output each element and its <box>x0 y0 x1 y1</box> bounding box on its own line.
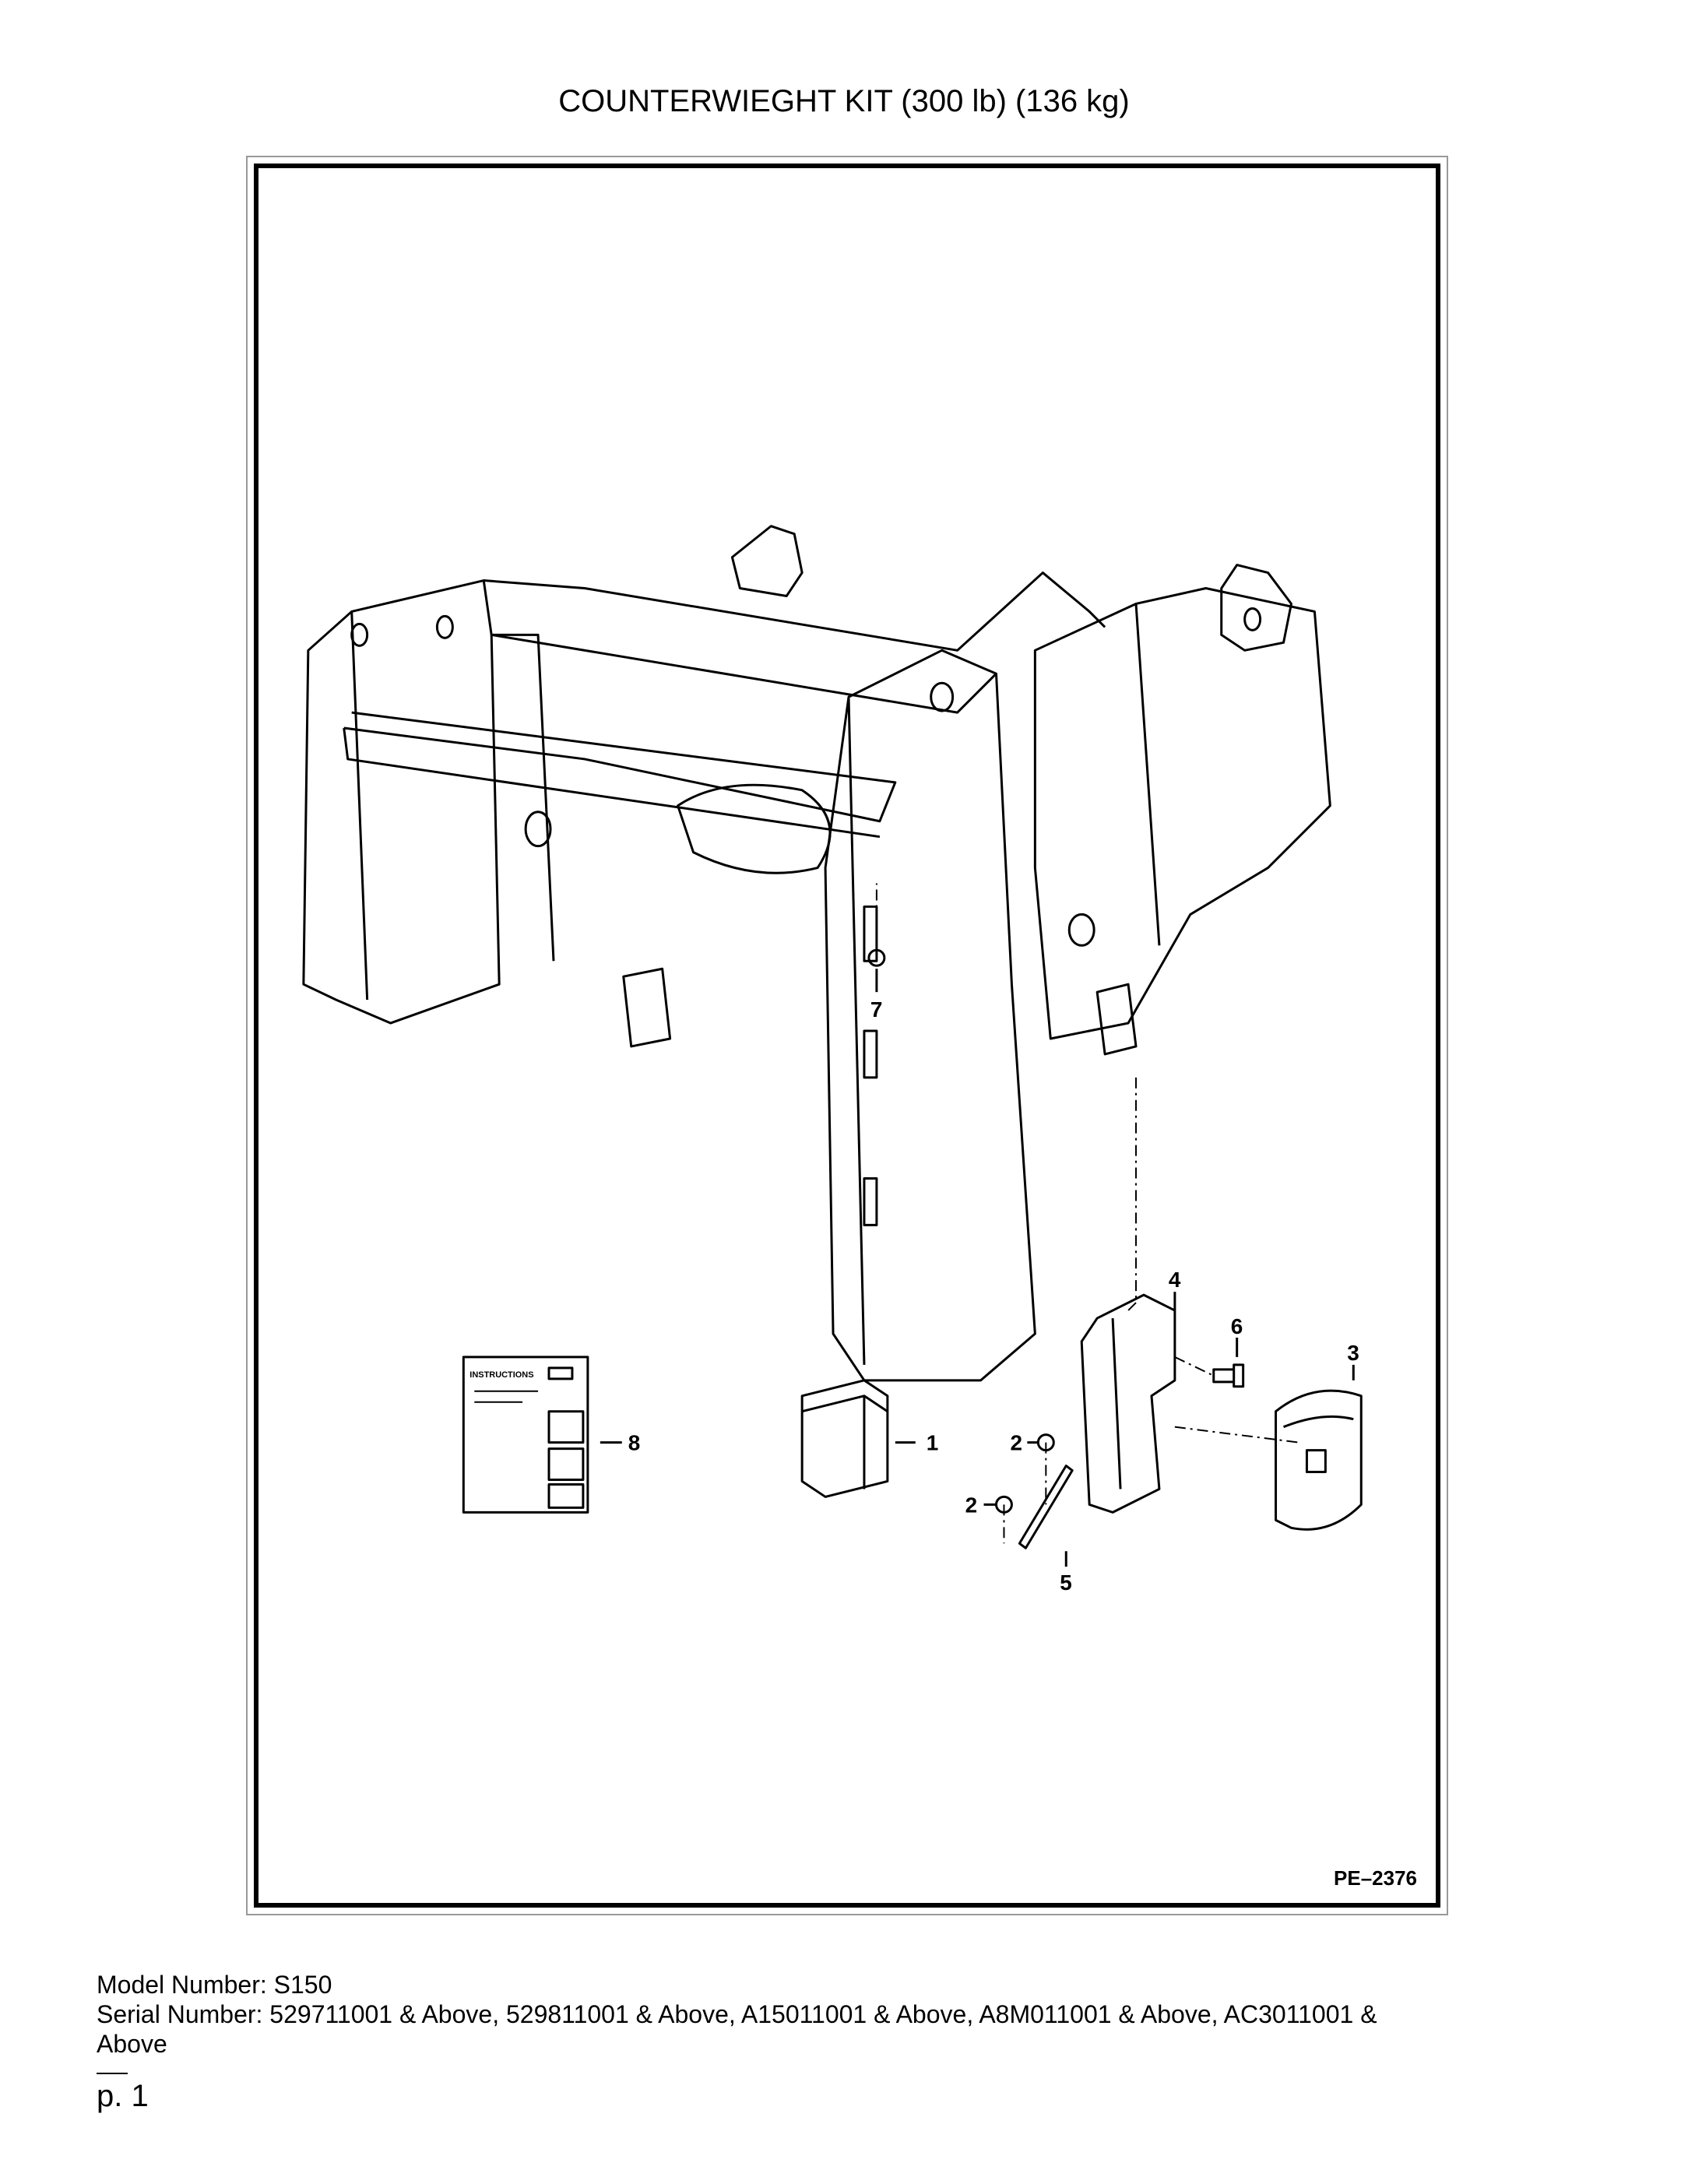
chassis-left-upright <box>302 579 501 1025</box>
nut-side <box>867 948 886 967</box>
callout-1: 1 <box>927 1431 939 1455</box>
divider <box>97 2073 128 2074</box>
bolt <box>1212 1363 1245 1388</box>
chassis-middle-beam <box>343 711 897 823</box>
diagram-inner-border: 1 2 2 3 4 5 6 7 8 INSTRUCTIONS PE–2376 <box>254 164 1440 1908</box>
lift-tower-left <box>730 525 804 597</box>
callout-4: 4 <box>1169 1268 1181 1292</box>
instructions-label: INSTRUCTIONS <box>469 1370 533 1380</box>
callout-2-lower: 2 <box>965 1493 978 1517</box>
instructions-sheet <box>462 1356 589 1514</box>
lift-tower-right <box>1220 564 1292 652</box>
callout-8: 8 <box>628 1431 641 1455</box>
callout-2-upper: 2 <box>1010 1431 1022 1455</box>
mount-bracket <box>1080 1293 1176 1514</box>
counterweight <box>1275 1389 1363 1531</box>
decal-box <box>800 1379 889 1498</box>
page-number: p. 1 <box>97 2079 149 2113</box>
chassis-front-plate <box>824 649 1036 1382</box>
callout-7: 7 <box>870 997 883 1022</box>
drawing-reference: PE–2376 <box>1334 1866 1417 1890</box>
model-number: Model Number: S150 <box>97 1971 332 1999</box>
serial-number: Serial Number: 529711001 & Above, 529811… <box>97 2000 1377 2028</box>
diagram-frame: 1 2 2 3 4 5 6 7 8 INSTRUCTIONS PE–2376 <box>246 156 1448 1915</box>
chassis-rear-crossmember <box>484 571 1106 652</box>
callout-6: 6 <box>1231 1314 1243 1338</box>
chassis-right-upright <box>1033 587 1331 1040</box>
exploded-parts-diagram: 1 2 2 3 4 5 6 7 8 INSTRUCTIONS <box>302 525 1363 1595</box>
page-title: COUNTERWIEGHT KIT (300 lb) (136 kg) <box>558 84 1130 118</box>
callout-3: 3 <box>1347 1341 1359 1365</box>
footer: Model Number: S150 Serial Number: 529711… <box>97 1970 1377 2059</box>
callout-5: 5 <box>1060 1570 1072 1595</box>
serial-number-cont: Above <box>97 2030 167 2058</box>
pin <box>1018 1465 1074 1549</box>
